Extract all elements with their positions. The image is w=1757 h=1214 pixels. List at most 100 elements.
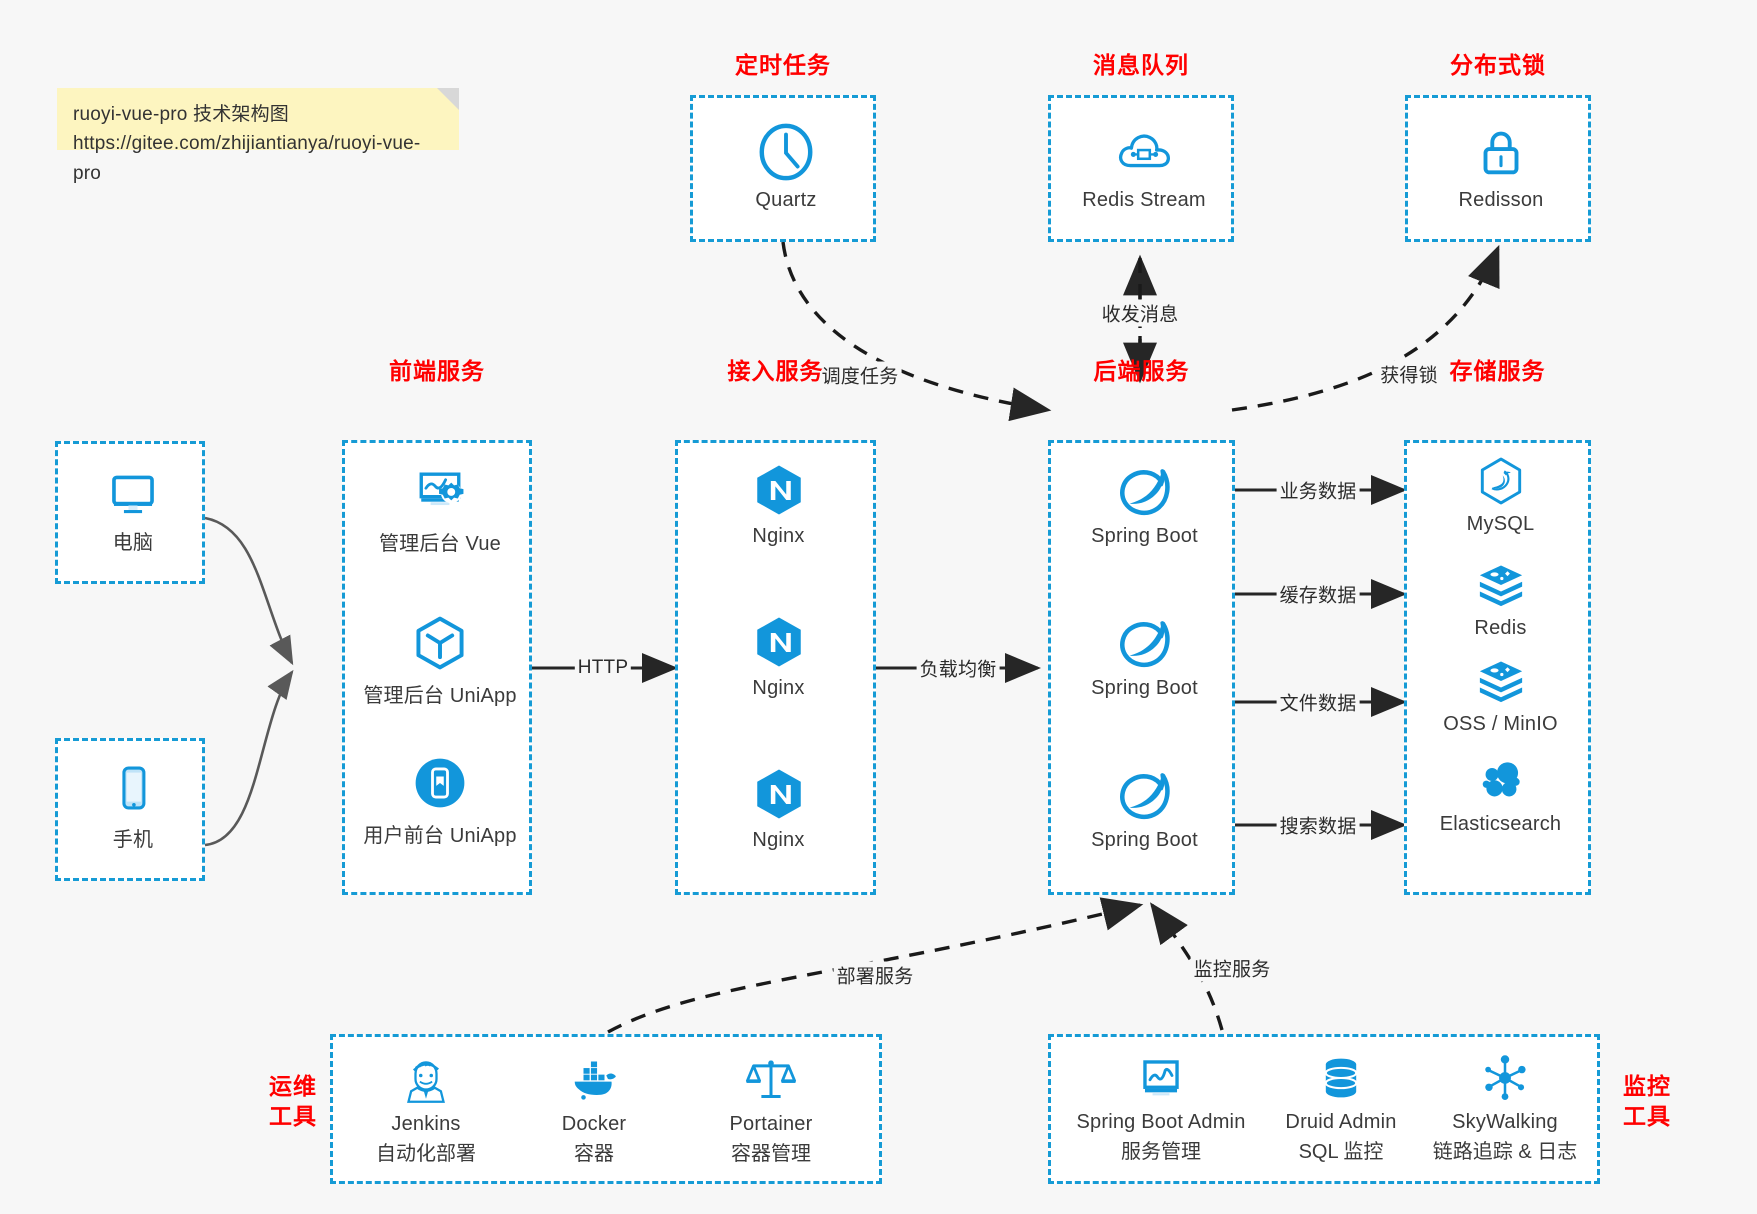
edge-label-http: HTTP — [574, 657, 632, 679]
edge-label-file-data: 文件数据 — [1276, 688, 1360, 716]
edge-label-load-balance: 负载均衡 — [916, 654, 1000, 682]
group-title-devops-line1: 运维 — [269, 1073, 317, 1099]
node-label: 手机 — [112, 829, 154, 851]
node-label: 电脑 — [112, 532, 154, 554]
node-nginx-1[interactable]: Nginx — [678, 461, 879, 548]
group-client-desktop: 电脑 — [55, 441, 205, 584]
group-title-monitor-line1: 监控 — [1623, 1073, 1671, 1099]
node-druid-admin[interactable]: Druid Admin SQL 监控 — [1261, 1051, 1421, 1164]
group-title-monitor: 监控 工具 — [1612, 1072, 1682, 1132]
node-jenkins[interactable]: Jenkins 自动化部署 — [351, 1051, 501, 1166]
group-title-gateway: 接入服务 — [727, 358, 824, 384]
edge-label-business-data: 业务数据 — [1276, 476, 1360, 504]
node-label: Nginx — [752, 525, 805, 547]
node-user-uniapp[interactable]: 用户前台 UniApp — [345, 753, 535, 848]
group-title-scheduler: 定时任务 — [735, 52, 831, 78]
node-label: Nginx — [752, 829, 805, 851]
node-spring-boot-2[interactable]: Spring Boot — [1051, 613, 1238, 700]
node-nginx-3[interactable]: Nginx — [678, 765, 879, 852]
node-mobile[interactable]: 手机 — [58, 759, 208, 852]
node-sublabel: SQL 监控 — [1298, 1141, 1384, 1163]
node-label: Spring Boot — [1091, 525, 1198, 547]
group-mq: Redis Stream — [1048, 95, 1234, 242]
node-redis[interactable]: Redis — [1407, 559, 1594, 640]
group-title-lock: 分布式锁 — [1450, 52, 1546, 78]
group-scheduler: Quartz — [690, 95, 876, 242]
group-title-backend: 后端服务 — [1093, 358, 1190, 384]
node-label: Redis Stream — [1082, 189, 1206, 211]
node-label: Redis — [1474, 617, 1527, 639]
note-line-2: https://gitee.com/zhijiantianya/ruoyi-vu… — [73, 133, 421, 184]
node-redis-stream[interactable]: Redis Stream — [1051, 121, 1237, 212]
node-mysql[interactable]: MySQL — [1407, 455, 1594, 536]
node-label: Elasticsearch — [1439, 813, 1562, 835]
node-label: Spring Boot — [1091, 677, 1198, 699]
mobile-icon — [104, 759, 162, 817]
node-admin-vue[interactable]: 管理后台 Vue — [345, 461, 535, 556]
edge-label-cache-data: 缓存数据 — [1276, 580, 1360, 608]
node-nginx-2[interactable]: Nginx — [678, 613, 879, 700]
node-label: Portainer — [729, 1113, 813, 1135]
elasticsearch-icon — [1475, 755, 1527, 807]
node-sublabel: 服务管理 — [1121, 1141, 1201, 1163]
phone-app-icon — [410, 753, 470, 813]
node-label: Redisson — [1458, 189, 1544, 211]
node-label: Druid Admin — [1285, 1111, 1397, 1133]
monitor-chart-icon — [1134, 1051, 1188, 1105]
node-label: Jenkins — [391, 1113, 461, 1135]
node-spring-boot-admin[interactable]: Spring Boot Admin 服务管理 — [1061, 1051, 1261, 1164]
node-oss-minio[interactable]: OSS / MinIO — [1407, 655, 1594, 736]
node-label: Spring Boot — [1091, 829, 1198, 851]
node-label: Docker — [561, 1113, 627, 1135]
node-label: Quartz — [755, 189, 817, 211]
node-sublabel: 容器管理 — [731, 1143, 811, 1165]
node-label: Nginx — [752, 677, 805, 699]
group-title-frontend: 前端服务 — [389, 358, 485, 384]
group-backend: Spring Boot Spring Boot Spring Boot — [1048, 440, 1235, 895]
node-label: 用户前台 UniApp — [363, 825, 517, 847]
skywalking-icon — [1478, 1051, 1532, 1105]
nginx-icon — [750, 765, 808, 823]
edge-label-search-data: 搜索数据 — [1276, 811, 1360, 839]
docker-icon — [566, 1051, 622, 1107]
group-title-mq: 消息队列 — [1093, 52, 1189, 78]
cube-icon — [410, 613, 470, 673]
node-desktop[interactable]: 电脑 — [58, 462, 208, 555]
node-label: 管理后台 Vue — [378, 533, 501, 555]
node-quartz[interactable]: Quartz — [693, 121, 879, 212]
node-docker[interactable]: Docker 容器 — [519, 1051, 669, 1166]
spring-boot-icon — [1116, 765, 1174, 823]
nginx-icon — [750, 613, 808, 671]
edge-label-schedule-task: 调度任务 — [818, 361, 902, 389]
node-redisson[interactable]: Redisson — [1408, 121, 1594, 212]
node-label: OSS / MinIO — [1443, 713, 1558, 735]
node-elasticsearch[interactable]: Elasticsearch — [1407, 755, 1594, 836]
spring-boot-icon — [1116, 461, 1174, 519]
node-spring-boot-1[interactable]: Spring Boot — [1051, 461, 1238, 548]
group-storage: MySQL Redis — [1404, 440, 1591, 895]
node-label: 管理后台 UniApp — [363, 685, 517, 707]
group-title-devops: 运维 工具 — [258, 1072, 328, 1132]
dashboard-gear-icon — [410, 461, 470, 521]
node-admin-uniapp[interactable]: 管理后台 UniApp — [345, 613, 535, 708]
edge-label-acquire-lock: 获得锁 — [1377, 360, 1441, 388]
group-monitor: Spring Boot Admin 服务管理 Druid Admin SQL 监… — [1048, 1034, 1600, 1184]
node-skywalking[interactable]: SkyWalking 链路追踪 & 日志 — [1413, 1051, 1597, 1164]
group-title-devops-line2: 工具 — [269, 1102, 317, 1129]
node-spring-boot-3[interactable]: Spring Boot — [1051, 765, 1238, 852]
node-sublabel: 自动化部署 — [376, 1143, 476, 1165]
group-title-monitor-line2: 工具 — [1623, 1102, 1671, 1129]
note-fold-corner — [437, 88, 459, 110]
nginx-icon — [750, 461, 808, 519]
clock-icon — [755, 121, 817, 183]
mysql-icon — [1475, 455, 1527, 507]
node-portainer[interactable]: Portainer 容器管理 — [691, 1051, 851, 1166]
lock-icon — [1470, 121, 1532, 183]
group-client-mobile: 手机 — [55, 738, 205, 881]
note-line-1: ruoyi-vue-pro 技术架构图 — [73, 104, 290, 125]
database-icon — [1314, 1051, 1368, 1105]
cloud-stream-icon — [1113, 121, 1175, 183]
edge-label-monitor-service: 监控服务 — [1190, 954, 1274, 982]
node-sublabel: 容器 — [574, 1143, 614, 1165]
